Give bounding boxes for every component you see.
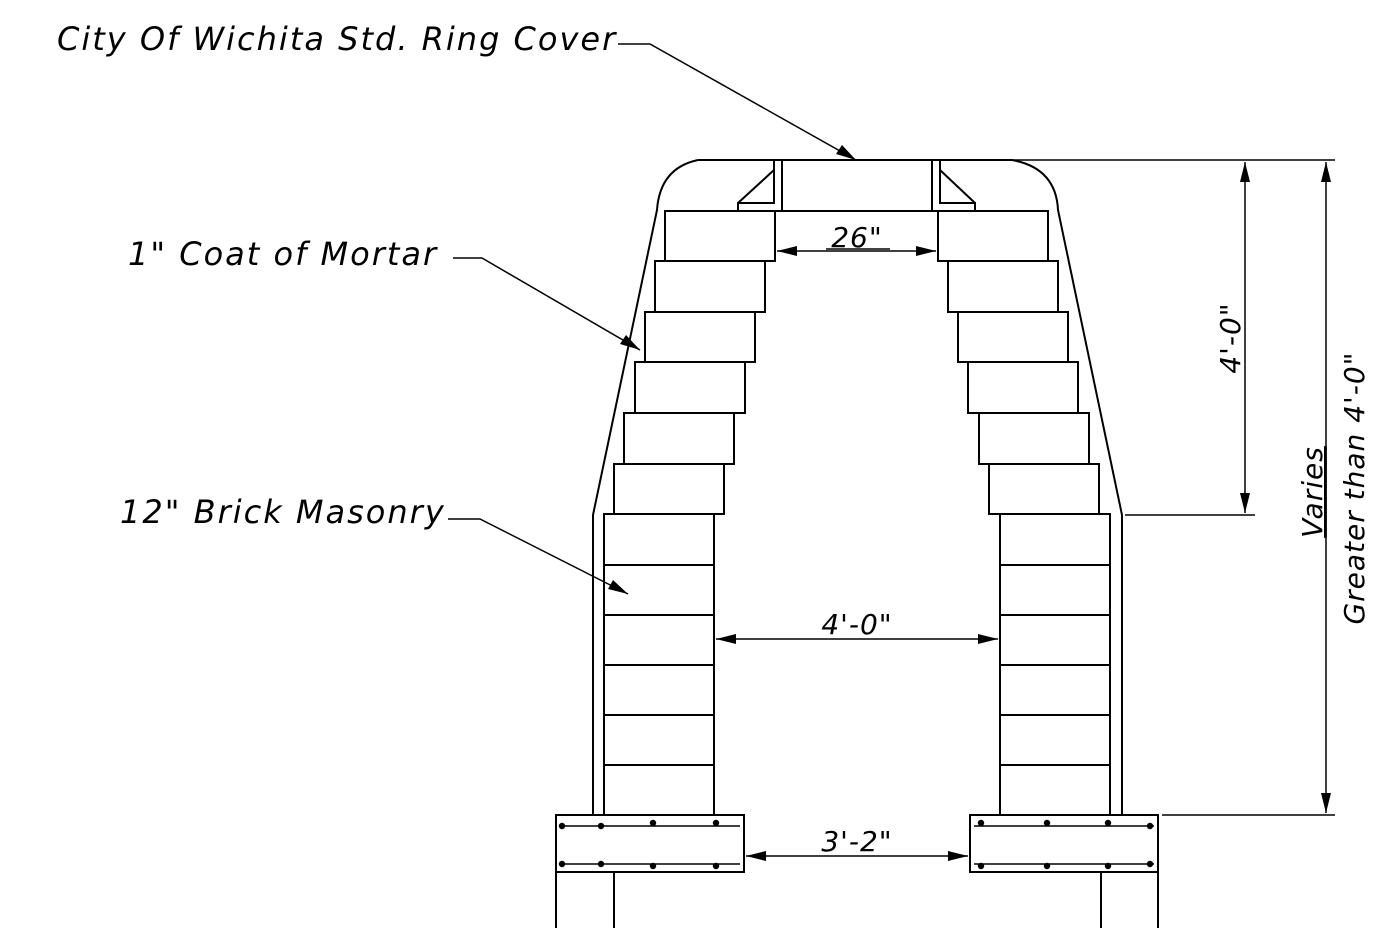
- ring-cover-callout: City Of Wichita Std. Ring Cover: [57, 20, 857, 161]
- top-opening-dim: 26": [826, 221, 890, 254]
- mortar-coat-outline: [592, 159, 1123, 815]
- left-cone-bricks: [613, 210, 776, 515]
- base-slab-left: [555, 814, 745, 928]
- right-barrel-bricks: [999, 513, 1111, 816]
- right-cone-bricks: [937, 210, 1100, 515]
- base-opening-label: 3'-2": [821, 825, 892, 858]
- varies-label: Varies: [1296, 446, 1329, 538]
- extension-lines: [1012, 159, 1335, 816]
- ring-cover-label: City Of Wichita Std. Ring Cover: [57, 20, 617, 58]
- dimension-lines: [716, 162, 1331, 861]
- inner-width-label: 4'-0": [821, 608, 892, 641]
- left-barrel-bricks: [603, 513, 715, 816]
- inner-width-dim: 4'-0": [821, 608, 892, 641]
- brick-label: 12" Brick Masonry: [120, 493, 446, 531]
- ring-cover: [737, 159, 976, 212]
- mortar-callout: 1" Coat of Mortar: [128, 235, 641, 351]
- brick-callout: 12" Brick Masonry: [120, 493, 629, 595]
- mortar-label: 1" Coat of Mortar: [128, 235, 438, 273]
- greater-than-label: Greater than 4'-0": [1338, 351, 1371, 624]
- cone-height-label: 4'-0": [1214, 302, 1247, 373]
- base-slab-right: [969, 814, 1159, 928]
- base-opening-dim: 3'-2": [821, 825, 892, 858]
